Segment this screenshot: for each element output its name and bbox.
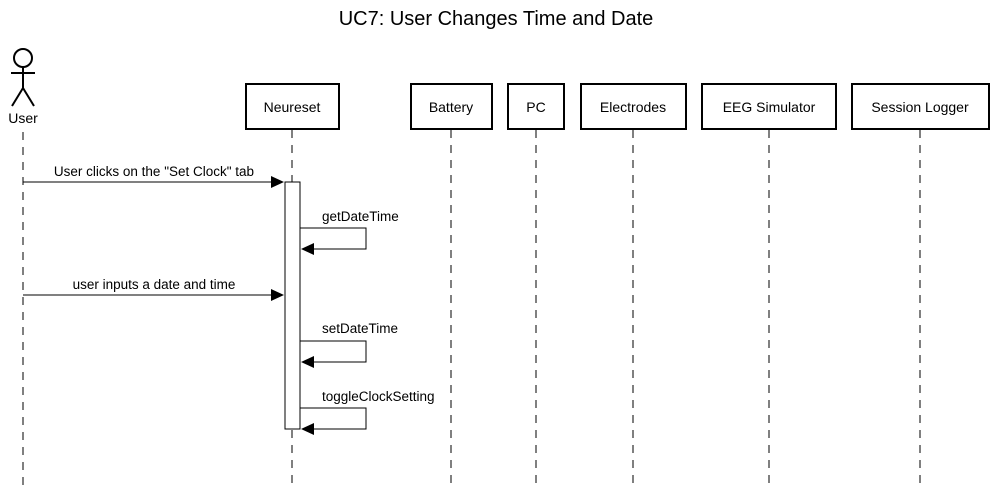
actor-label: User [8,110,38,126]
arrowhead-icon [301,243,314,255]
participant-neureset: Neureset [245,83,340,130]
self-message-arrow: getDateTime [300,209,399,255]
arrowhead-icon [271,289,284,301]
message-label: user inputs a date and time [73,277,236,292]
arrowhead-icon [271,176,284,188]
participant-label: Electrodes [600,99,666,115]
arrowhead-icon [301,356,314,368]
participant-session-logger: Session Logger [851,83,990,130]
participant-label: Battery [429,99,473,115]
actor-user: User [8,48,38,126]
message-label: toggleClockSetting [322,389,435,404]
lifelines [22,130,921,486]
message-label: User clicks on the "Set Clock" tab [54,164,254,179]
message-label: setDateTime [322,321,398,336]
activation-bar-neureset [284,181,301,430]
participant-battery: Battery [410,83,493,130]
stick-figure-icon [11,48,35,107]
participant-label: Neureset [264,99,321,115]
participant-eeg-simulator: EEG Simulator [701,83,837,130]
message-label: getDateTime [322,209,399,224]
message-arrow: user inputs a date and time [23,277,284,301]
self-message-arrow: setDateTime [300,321,398,368]
self-message-arrow: toggleClockSetting [300,389,435,435]
participant-label: PC [526,99,545,115]
arrowhead-icon [301,423,314,435]
diagram-title: UC7: User Changes Time and Date [339,8,654,30]
participant-label: EEG Simulator [723,99,816,115]
participant-pc: PC [507,83,565,130]
participant-electrodes: Electrodes [580,83,687,130]
message-arrow: User clicks on the "Set Clock" tab [23,164,284,188]
participant-label: Session Logger [871,99,969,115]
